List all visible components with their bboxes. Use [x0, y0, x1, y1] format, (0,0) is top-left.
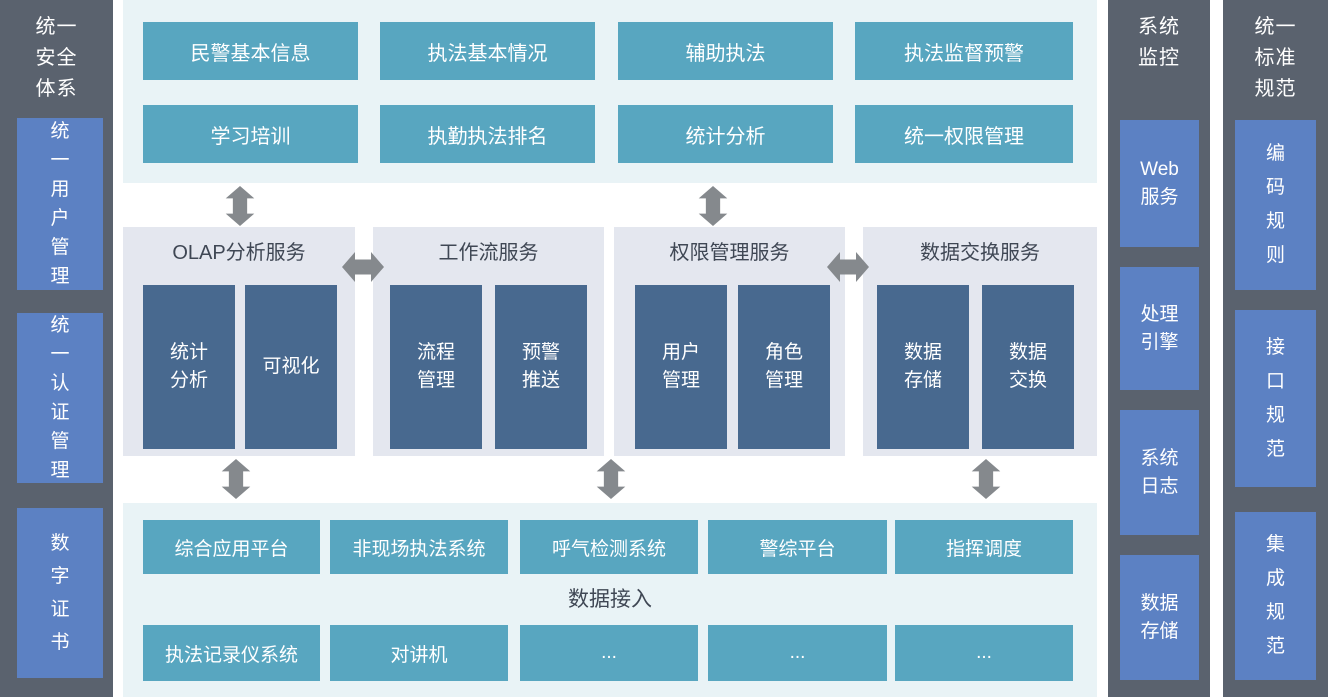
- double-arrow-vertical-icon: [221, 459, 251, 499]
- app-box-duty-ranking: 执勤执法排名: [380, 105, 595, 163]
- workflow-service-title: 工作流服务: [438, 242, 539, 264]
- double-arrow-vertical-icon: [971, 459, 1001, 499]
- system-log-box: 系统 日志: [1120, 410, 1199, 535]
- statistical-analysis-box: 统计 分析: [143, 285, 235, 449]
- interface-spec-box: 接 口 规 范: [1235, 310, 1316, 487]
- process-management-box: 流程 管理: [390, 285, 482, 449]
- system-monitoring-title: 系统 监控: [1138, 16, 1180, 69]
- data-exchange-service-group: 数据交换服务 数据 存储 数据 交换: [863, 227, 1097, 456]
- data-access-title: 数据接入: [568, 588, 652, 611]
- double-arrow-horizontal-icon: [342, 252, 384, 282]
- olap-service-title: OLAP分析服务: [172, 242, 306, 264]
- permission-service-title: 权限管理服务: [669, 242, 790, 264]
- access-box-walkie-talkie: 对讲机: [330, 625, 508, 681]
- olap-service-group: OLAP分析服务 统计 分析 可视化: [123, 227, 355, 456]
- security-rail: 统一 安全 体系 统 一 用 户 管 理 统 一 认 证 管 理 数 字 证 书: [0, 0, 113, 697]
- app-box-unified-permission: 统一权限管理: [855, 105, 1073, 163]
- data-storage-box: 数据 存储: [877, 285, 969, 449]
- double-arrow-horizontal-icon: [827, 252, 869, 282]
- access-box-ellipsis: ...: [708, 625, 887, 681]
- access-box-integrated-platform: 综合应用平台: [143, 520, 320, 574]
- integration-spec-box: 集 成 规 范: [1235, 512, 1316, 680]
- double-arrow-vertical-icon: [225, 186, 255, 226]
- permission-service-group: 权限管理服务 用户 管理 角色 管理: [614, 227, 845, 456]
- app-box-enforcement-basic: 执法基本情况: [380, 22, 595, 80]
- double-arrow-vertical-icon: [596, 459, 626, 499]
- web-service-box: Web 服务: [1120, 120, 1199, 247]
- warning-push-box: 预警 推送: [495, 285, 587, 449]
- access-box-ellipsis: ...: [895, 625, 1073, 681]
- data-exchange-box: 数据 交换: [982, 285, 1074, 449]
- user-management-box: 用户 管理: [635, 285, 727, 449]
- role-management-box: 角色 管理: [738, 285, 830, 449]
- access-box-breath-test: 呼气检测系统: [520, 520, 698, 574]
- access-box-body-camera-system: 执法记录仪系统: [143, 625, 320, 681]
- data-storage-monitor-box: 数据 存储: [1120, 555, 1199, 680]
- digital-certificate-box: 数 字 证 书: [17, 508, 103, 678]
- data-access-panel: 综合应用平台 非现场执法系统 呼气检测系统 警综平台 指挥调度 数据接入 执法记…: [123, 503, 1097, 697]
- visualization-box: 可视化: [245, 285, 337, 449]
- standards-rail: 统一 标准 规范 编 码 规 则 接 口 规 范 集 成 规 范: [1223, 0, 1328, 697]
- access-box-police-platform: 警综平台: [708, 520, 887, 574]
- security-rail-title: 统一 安全 体系: [35, 16, 78, 100]
- app-box-police-basic-info: 民警基本信息: [143, 22, 358, 80]
- coding-rules-box: 编 码 规 则: [1235, 120, 1316, 290]
- workflow-service-group: 工作流服务 流程 管理 预警 推送: [373, 227, 604, 456]
- unified-auth-management-box: 统 一 认 证 管 理: [17, 313, 103, 483]
- standards-rail-title: 统一 标准 规范: [1254, 16, 1297, 100]
- app-box-supervision-warning: 执法监督预警: [855, 22, 1073, 80]
- app-box-learning-training: 学习培训: [143, 105, 358, 163]
- access-box-offsite-enforcement: 非现场执法系统: [330, 520, 508, 574]
- processing-engine-box: 处理 引擎: [1120, 267, 1199, 390]
- system-monitoring-rail: 系统 监控 Web 服务 处理 引擎 系统 日志 数据 存储: [1108, 0, 1210, 697]
- unified-user-management-box: 统 一 用 户 管 理: [17, 118, 103, 290]
- app-box-statistical-analysis: 统计分析: [618, 105, 833, 163]
- app-box-assisted-enforcement: 辅助执法: [618, 22, 833, 80]
- data-exchange-service-title: 数据交换服务: [920, 242, 1040, 264]
- application-layer-panel: 民警基本信息 执法基本情况 辅助执法 执法监督预警 学习培训 执勤执法排名 统计…: [123, 0, 1097, 183]
- access-box-ellipsis: ...: [520, 625, 698, 681]
- double-arrow-vertical-icon: [698, 186, 728, 226]
- access-box-command-dispatch: 指挥调度: [895, 520, 1073, 574]
